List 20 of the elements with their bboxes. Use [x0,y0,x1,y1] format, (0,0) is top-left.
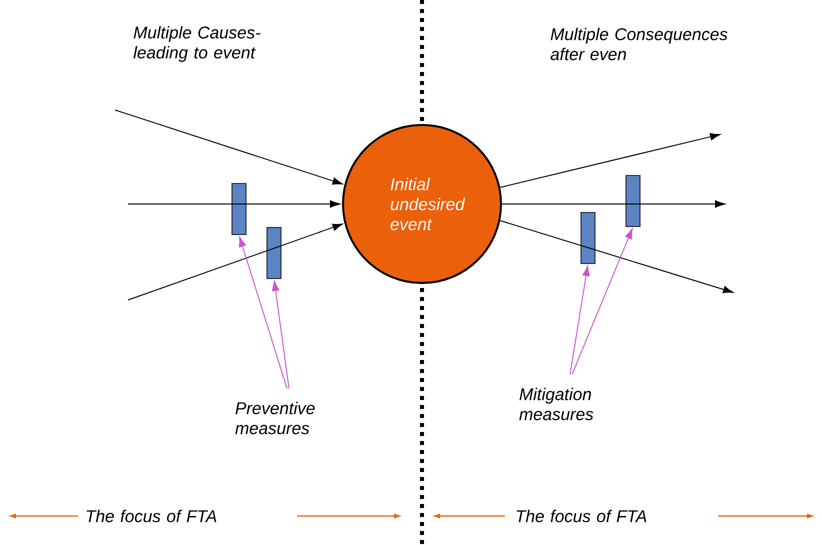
arrow [114,110,343,185]
barrier-bar [626,175,640,227]
arrow [502,200,726,208]
barrier-bar [580,212,596,264]
leader-line [238,236,288,390]
arrow [500,133,720,188]
arrow [500,220,734,294]
barrier-bar [266,227,282,279]
barrier-bar [232,183,246,235]
caption-text: Preventive measures [235,402,315,434]
leader-line [572,228,633,376]
heading-text: The focus of FTA [86,510,216,522]
heading-text: Multiple Consequences after even [550,28,728,60]
leader-line [272,280,290,390]
heading-text: Multiple Causes- leading to event [133,26,260,62]
arrow [128,200,340,208]
arrow [128,224,343,300]
leader-line [570,266,590,376]
heading-text: The focus of FTA [516,510,646,522]
caption-text: Mitigation measures [519,388,594,420]
